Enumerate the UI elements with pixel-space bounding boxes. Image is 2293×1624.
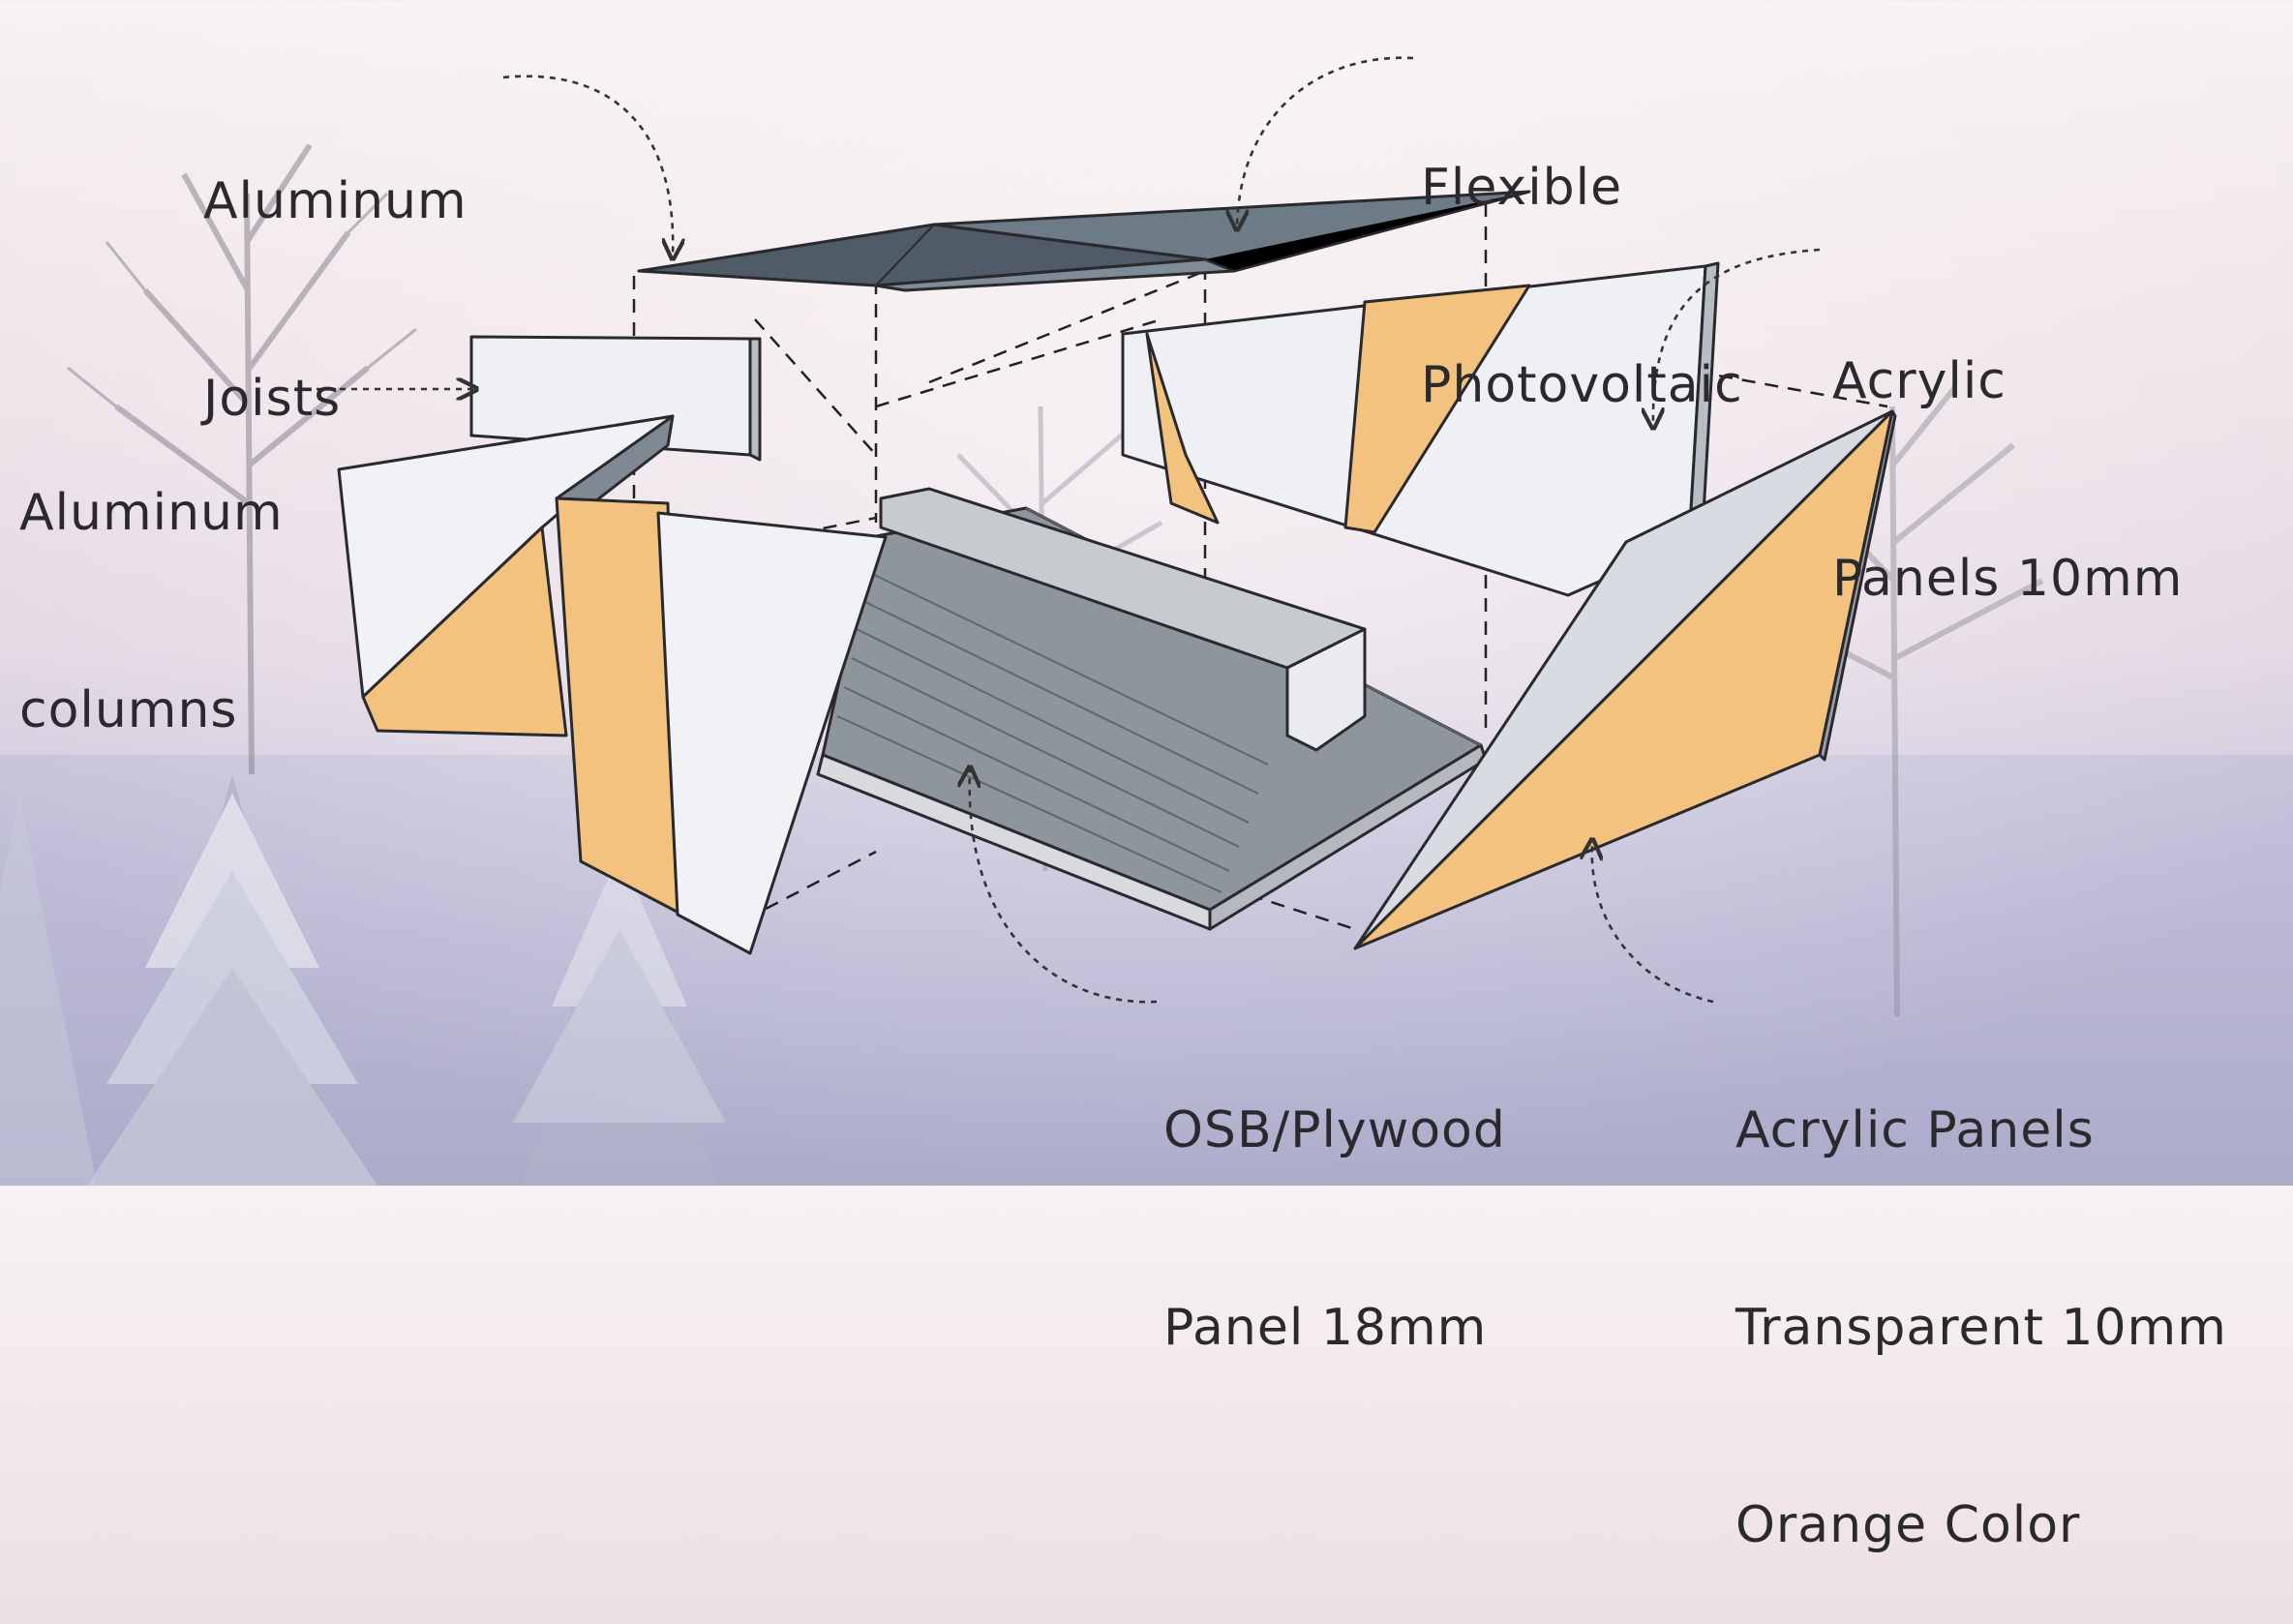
- back-left-wall: [469, 335, 762, 462]
- label-osb-plywood-panel-line1: OSB/Plywood: [1163, 1101, 1506, 1159]
- leader-acrylic-panels-10mm: [1653, 248, 1821, 426]
- snowy-pine-left: [87, 774, 377, 1186]
- leader-lines: [305, 56, 1821, 1004]
- label-acrylic-panels-orange-line2: Transparent 10mm: [1735, 1299, 2227, 1357]
- label-osb-plywood-panel-line2: Panel 18mm: [1163, 1299, 1488, 1357]
- leader-aluminum-joists: [502, 75, 673, 256]
- label-acrylic-panels-10mm-line2: Panels 10mm: [1832, 550, 2184, 608]
- label-acrylic-panels-10mm: Acrylic Panels 10mm: [1832, 217, 2183, 677]
- leader-flexible-photovoltaic: [1237, 56, 1414, 227]
- front-right-panel: [1353, 409, 1897, 950]
- label-acrylic-panels-orange-line1: Acrylic Panels: [1735, 1101, 2095, 1159]
- label-aluminum-columns: Aluminum columns: [19, 348, 284, 809]
- snowy-pine-edge: [0, 794, 97, 1186]
- label-acrylic-panels-orange-line3: Orange Color: [1735, 1496, 2081, 1554]
- bare-tree-left: [67, 143, 417, 775]
- label-flexible-photovoltaic: Flexible Photovoltaic: [1421, 23, 1743, 484]
- plywood-floor: [816, 506, 1488, 931]
- label-aluminum-joists: Aluminum Joists: [203, 37, 468, 497]
- label-aluminum-joists-line1: Aluminum: [203, 172, 468, 230]
- label-acrylic-panels-orange: Acrylic Panels Transparent 10mm Orange C…: [1735, 966, 2227, 1624]
- floor-bench: [879, 487, 1367, 752]
- label-flexible-photovoltaic-line2: Photovoltaic: [1421, 356, 1743, 414]
- label-osb-plywood-panel: OSB/Plywood Panel 18mm: [1163, 966, 1506, 1427]
- leader-acrylic-orange: [1592, 842, 1714, 1004]
- label-aluminum-columns-line2: columns: [19, 681, 238, 739]
- back-right-wall: [1121, 261, 1720, 597]
- label-aluminum-columns-line1: Aluminum: [19, 484, 284, 542]
- snowy-pine-center: [513, 832, 726, 1186]
- label-flexible-photovoltaic-line1: Flexible: [1421, 159, 1623, 217]
- label-aluminum-joists-line2: Joists: [203, 370, 342, 428]
- front-left-panels: [337, 414, 888, 955]
- label-acrylic-panels-10mm-line1: Acrylic: [1832, 352, 2006, 410]
- exploded-pavilion-diagram: [0, 0, 2293, 1186]
- leader-osb-plywood: [970, 769, 1158, 1004]
